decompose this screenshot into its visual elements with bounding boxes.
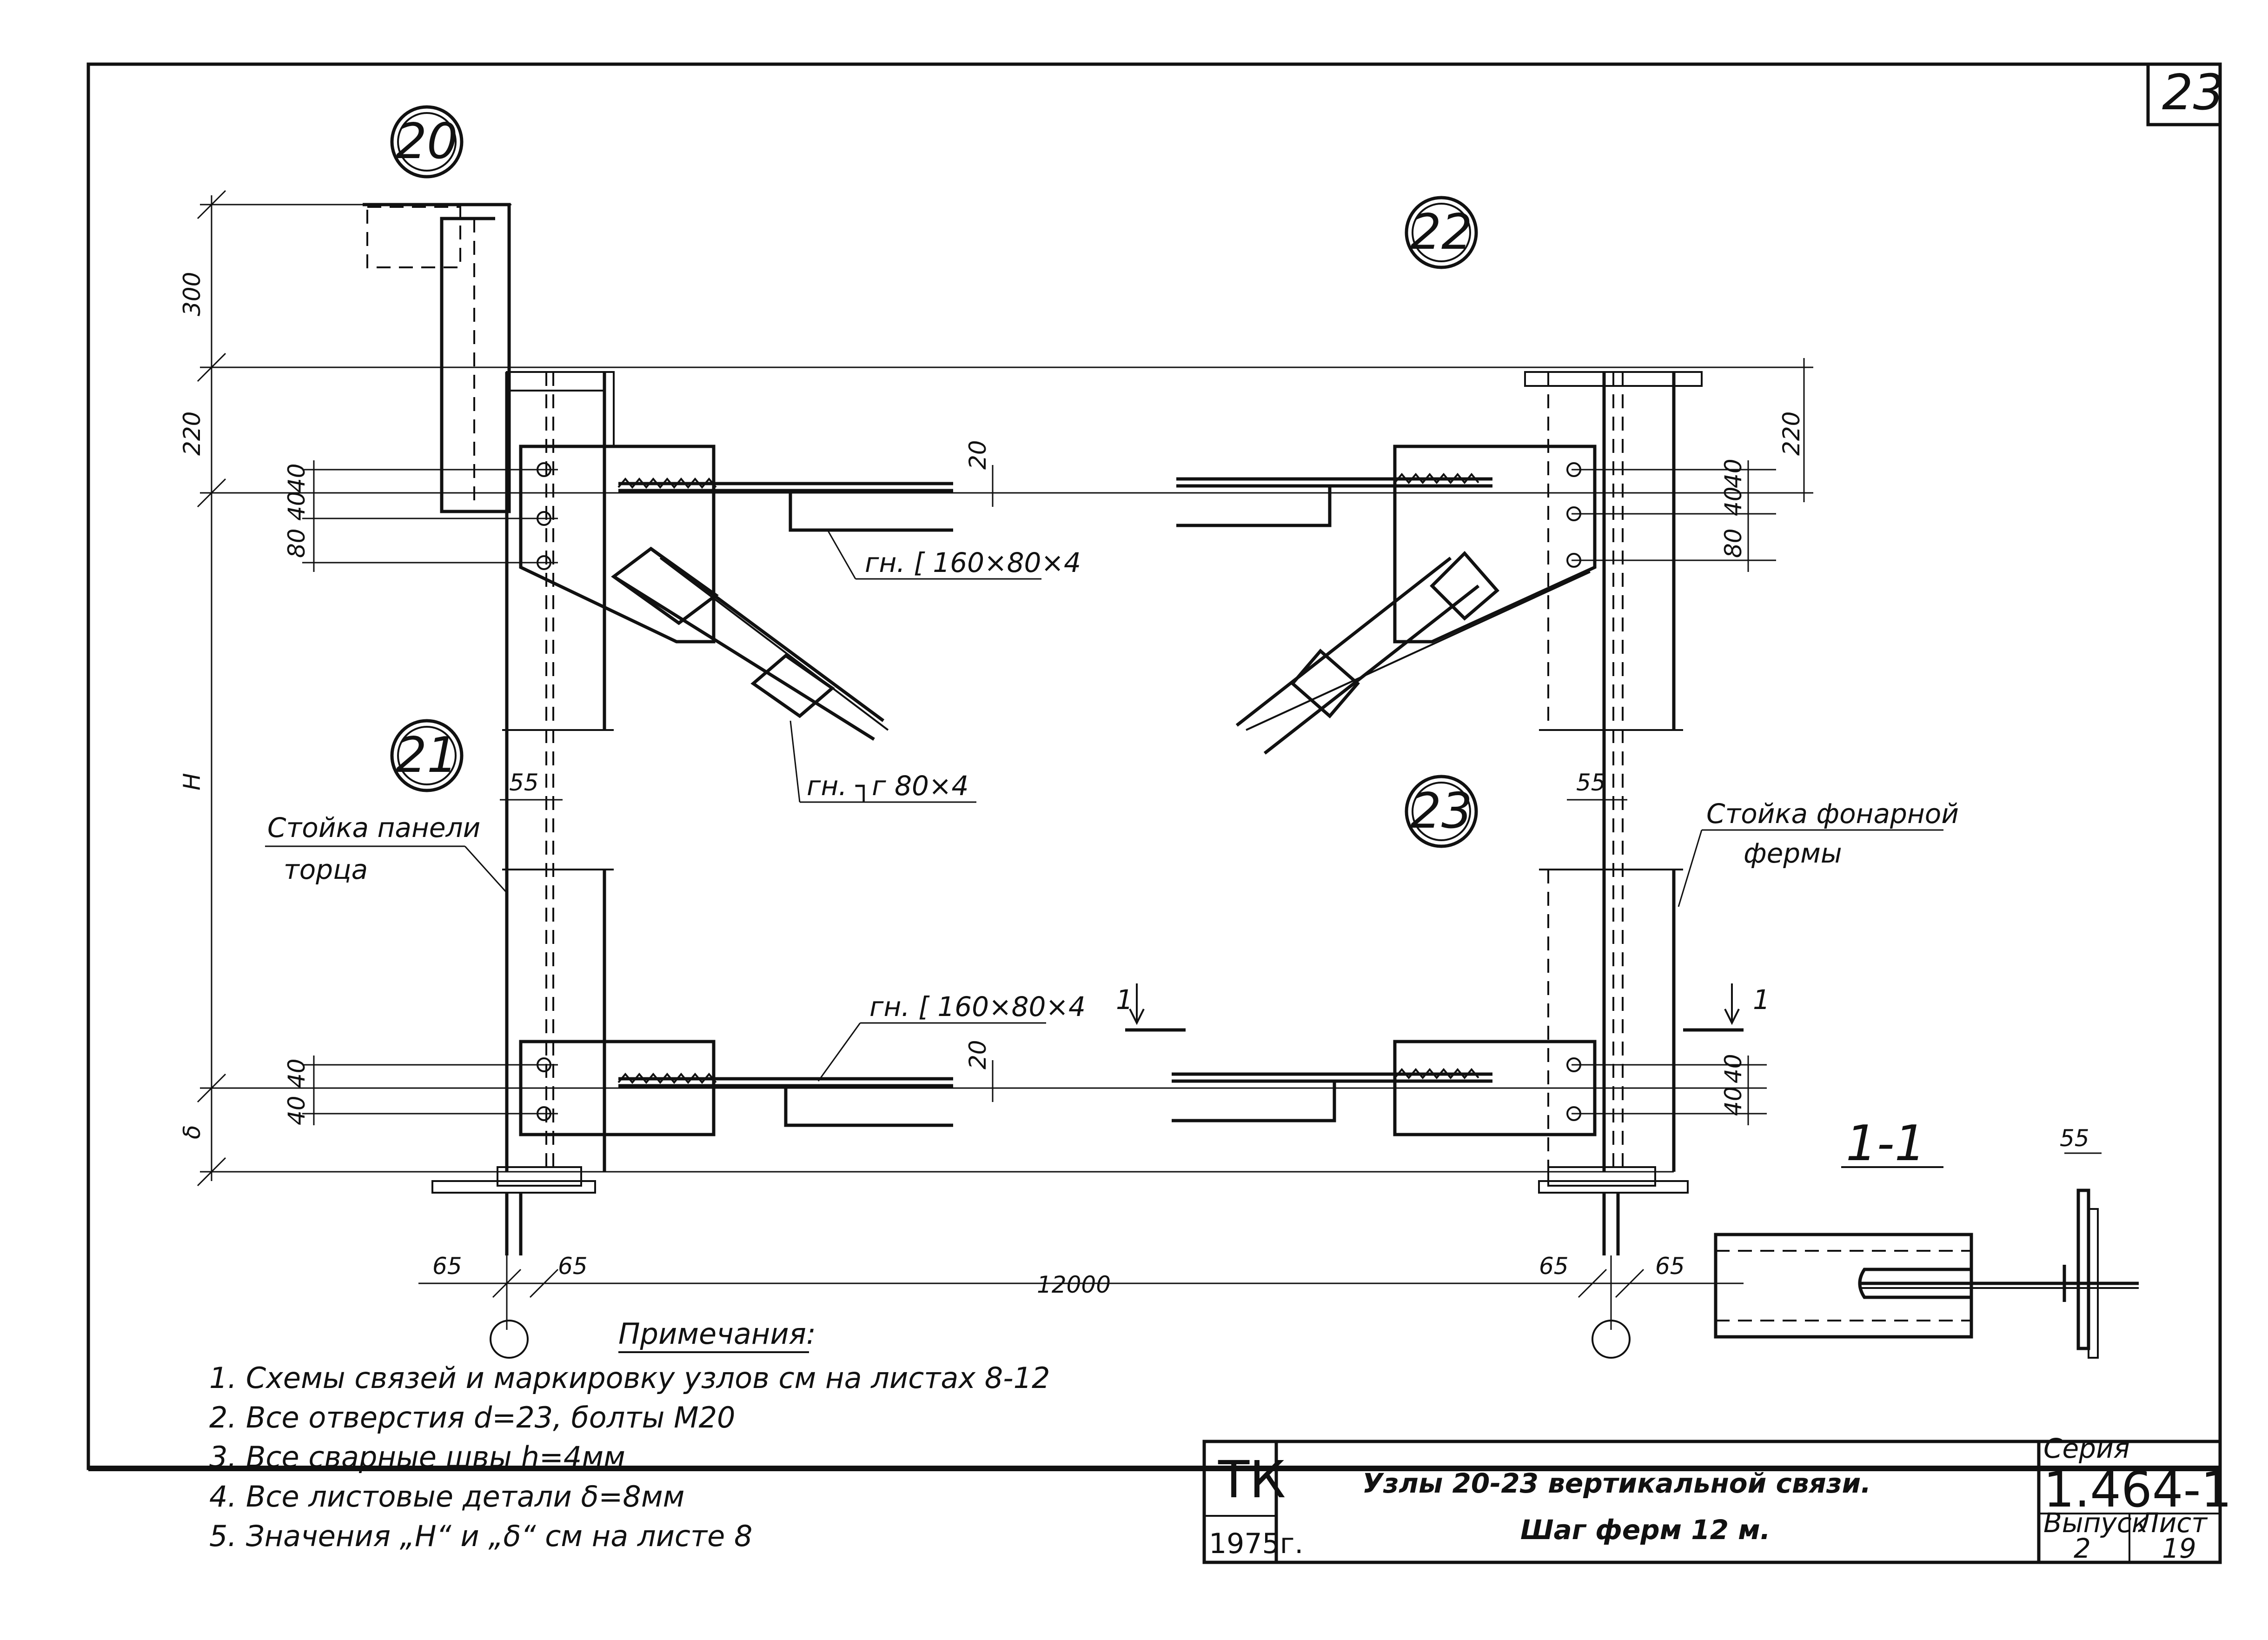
svg-text:1: 1 xyxy=(1753,984,1770,1016)
dim-55-left: 55 xyxy=(509,769,539,796)
node-22: 22 xyxy=(1405,196,1478,269)
stamp-year: 1975г. xyxy=(1209,1527,1303,1560)
gusset-plate-right-top xyxy=(1393,445,1597,644)
dim-65-2: 65 xyxy=(558,1253,588,1280)
axis-bubble-right xyxy=(1592,1320,1631,1359)
dim-20-bottom: 20 xyxy=(964,1040,991,1069)
dim-r80: 80 xyxy=(1720,528,1747,558)
title-line-1: Узлы 20-23 вертикальной связи. xyxy=(1362,1467,1871,1499)
channel-bottom-right xyxy=(1172,1081,1336,1122)
node-20: 20 xyxy=(390,105,464,179)
notes-title: Примечания: xyxy=(618,1317,816,1351)
label-channel-top: гн. [ 160×80×4 xyxy=(865,547,1081,578)
sheet-number-box xyxy=(2146,64,2220,126)
dim-65-4: 65 xyxy=(1655,1253,1685,1280)
node-20-label: 20 xyxy=(396,113,458,170)
dim-delta: δ xyxy=(179,1125,206,1139)
node-22-label: 22 xyxy=(1410,204,1472,260)
title-block: ТК 1975г. Узлы 20-23 вертикальной связи.… xyxy=(1202,1433,2232,1564)
section-1-1-title: 1-1 xyxy=(1846,1115,1926,1172)
dim-55-right: 55 xyxy=(1576,769,1606,796)
note-4: 4. Все листовые детали δ=8мм xyxy=(209,1480,684,1514)
label-post-left-1: Стойка панели xyxy=(267,812,480,843)
diagonal-brace-left xyxy=(611,546,889,741)
issue-value: 2 xyxy=(2074,1533,2091,1564)
base-plate-left xyxy=(431,1166,596,1255)
dim-65-3: 65 xyxy=(1539,1253,1569,1280)
section-1-1-view: 55 xyxy=(1714,1125,2139,1359)
dim-20-top: 20 xyxy=(964,440,991,470)
label-post-right-2: фермы xyxy=(1744,837,1842,869)
dim-r40-c: 40 xyxy=(1720,1054,1747,1083)
dim-220-left: 220 xyxy=(179,412,206,456)
dim-55-section: 55 xyxy=(2060,1125,2089,1152)
dim-220-right: 220 xyxy=(1778,412,1805,456)
label-post-left-2: торца xyxy=(284,854,368,885)
dim-r40-a: 40 xyxy=(1720,458,1747,488)
section-mark-right: 1 xyxy=(1683,983,1770,1032)
stamp-org: ТК xyxy=(1218,1450,1286,1509)
label-post-right-1: Стойка фонарной xyxy=(1706,798,1959,830)
base-plate-right xyxy=(1538,1166,1689,1255)
dim-40-a: 40 xyxy=(283,463,310,493)
node-21-label: 21 xyxy=(396,727,458,783)
label-channel-bottom: гн. [ 160×80×4 xyxy=(869,991,1086,1023)
section-mark-left: 1 xyxy=(1116,983,1186,1032)
sheet-number: 23 xyxy=(2162,64,2224,121)
dim-65-1: 65 xyxy=(432,1253,462,1280)
label-angle-80x4: гн. ┐г 80×4 xyxy=(807,770,968,802)
gusset-plate-left-top xyxy=(519,445,716,644)
dim-H: H xyxy=(179,773,206,790)
left-post xyxy=(502,371,615,1172)
right-post xyxy=(1524,371,1703,1172)
note-3: 3. Все сварные швы h=4мм xyxy=(209,1440,625,1474)
note-2: 2. Все отверстия d=23, болты М20 xyxy=(209,1401,736,1434)
note-5: 5. Значения „H“ и „δ“ см на листе 8 xyxy=(209,1519,752,1553)
node-21: 21 xyxy=(390,719,464,792)
node-23-label: 23 xyxy=(1410,783,1472,839)
dim-40-b: 40 xyxy=(283,491,310,521)
dim-r40-d: 40 xyxy=(1720,1086,1747,1116)
channel-bottom-left xyxy=(784,1086,953,1127)
top-bracket xyxy=(363,203,511,513)
top-bracket-cap xyxy=(366,206,461,268)
sheet-value: 19 xyxy=(2162,1533,2196,1564)
note-1: 1. Схемы связей и маркировку узлов см на… xyxy=(209,1361,1050,1395)
dim-r40-b: 40 xyxy=(1720,486,1747,516)
issue-label: Выпуск xyxy=(2043,1507,2148,1539)
series-label: Серия xyxy=(2043,1433,2130,1464)
sheet-label: Лист xyxy=(2138,1507,2208,1539)
channel-top-right xyxy=(1176,486,1332,527)
dim-span-12000: 12000 xyxy=(1037,1271,1111,1298)
series-value: 1.464-1 xyxy=(2043,1461,2232,1518)
dim-300: 300 xyxy=(179,272,206,316)
diagonal-brace-right xyxy=(1235,551,1591,755)
node-23: 23 xyxy=(1405,775,1478,848)
dim-80: 80 xyxy=(283,528,310,558)
axis-bubble-left xyxy=(490,1320,529,1359)
notes-block: Примечания: 1. Схемы связей и маркировку… xyxy=(209,1317,1050,1553)
title-line-2: Шаг ферм 12 м. xyxy=(1520,1514,1771,1546)
dim-40-c: 40 xyxy=(283,1058,310,1088)
channel-top-left xyxy=(789,491,953,532)
dim-40-d: 40 xyxy=(283,1096,310,1125)
svg-text:1: 1 xyxy=(1116,984,1133,1016)
